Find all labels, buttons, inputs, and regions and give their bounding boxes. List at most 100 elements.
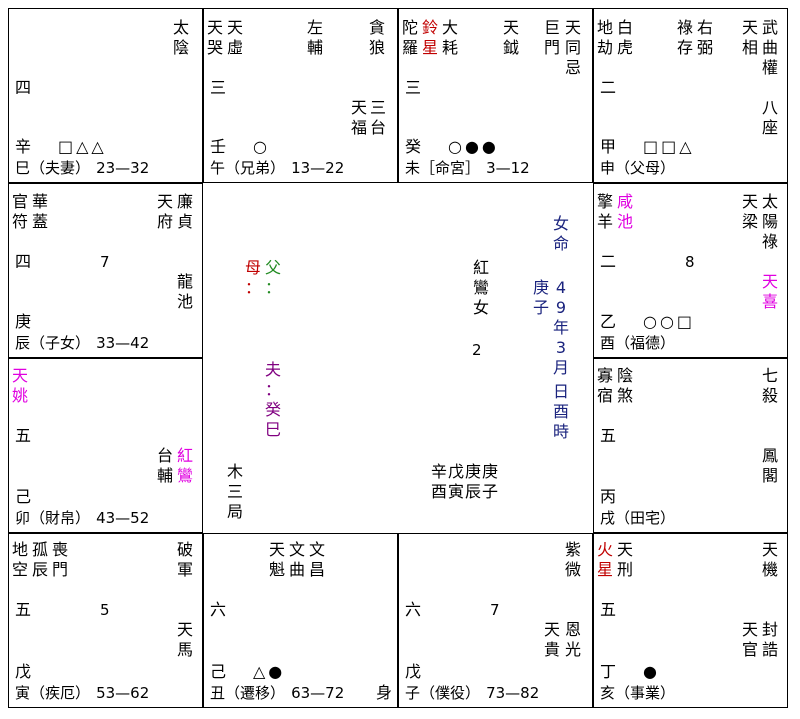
star-chou-0: 天魁 [268, 540, 285, 579]
bazi-stems: 辛戊庚庚 [431, 462, 500, 481]
palace-label-chou: 丑（遷移）63—72 [210, 684, 345, 702]
ring-number-zi: 六 [405, 600, 422, 619]
star-wu-0: 天哭 [206, 18, 223, 57]
stem-wu: 壬 [210, 137, 227, 156]
mother-label: 母： [244, 258, 261, 297]
star-wei-0: 陀羅 [401, 18, 418, 57]
lower-star-you-0: 天喜 [761, 272, 778, 311]
lower-star-zi-0: 天貴 [543, 620, 560, 659]
star-chen-2: 天府 [156, 192, 173, 231]
star-chou-1: 文曲 [288, 540, 305, 579]
bureau-label: 木三局 [226, 462, 243, 521]
marks-you: ○○□ [643, 312, 696, 331]
gender-life-label: 女命 [552, 214, 569, 253]
age-range-chou: 63—72 [291, 684, 345, 702]
star-shen-4: 天相 [741, 18, 758, 57]
palace-name-hai: 事業 [630, 684, 661, 702]
star-you-3: 太陽祿 [761, 192, 778, 251]
ring-number-wei: 三 [405, 78, 422, 97]
palace-yin[interactable] [8, 533, 203, 708]
star-chen-3: 廉貞 [176, 192, 193, 231]
palace-hai[interactable] [593, 533, 788, 708]
palace-name-you: 福德 [630, 334, 661, 352]
stem-you: 乙 [600, 312, 617, 331]
stem-shen: 甲 [600, 137, 617, 156]
star-wei-3: 天鉞 [502, 18, 519, 57]
palace-label-yin: 寅（疾厄）53—62 [15, 684, 150, 702]
star-mao-0: 天姚 [11, 366, 28, 405]
stem-wei: 癸 [405, 137, 422, 156]
year-pillar-label: 庚子 [532, 278, 549, 317]
lower-star-wu-1: 三台 [369, 98, 386, 137]
star-shen-0: 地劫 [596, 18, 613, 57]
stem-yin: 戊 [15, 662, 32, 681]
star-you-2: 天梁 [741, 192, 758, 231]
star-wu-2: 左輔 [306, 18, 323, 57]
star-wei-4: 巨門 [543, 18, 560, 57]
star-si-0: 太陰 [172, 18, 189, 57]
mid-number-chen: 7 [100, 253, 110, 271]
lower-star-xu-0: 鳳閣 [761, 446, 778, 485]
branch-si: 巳 [15, 159, 31, 177]
ring-number-you: 二 [600, 252, 617, 271]
bazi-branches: 酉寅辰子 [431, 482, 500, 501]
star-wei-1: 鈴星 [421, 18, 438, 57]
palace-zi[interactable] [398, 533, 593, 708]
marks-hai: ● [643, 662, 660, 681]
star-chen-0: 官符 [11, 192, 28, 231]
palace-wei[interactable] [398, 8, 593, 183]
palace-label-wei: 未［命宮］3—12 [405, 159, 530, 177]
palace-label-you: 酉（福德） [600, 334, 676, 352]
palace-si[interactable] [8, 8, 203, 183]
father-label: 父： [264, 258, 281, 297]
star-yin-0: 地空 [11, 540, 28, 579]
stem-zi: 戊 [405, 662, 422, 681]
branch-hai: 亥 [600, 684, 616, 702]
palace-name-si: 夫妻 [45, 159, 76, 177]
star-xu-1: 陰煞 [616, 366, 633, 405]
husband-label: 夫：癸巳 [264, 360, 281, 439]
palace-name-mao: 財帛 [45, 509, 76, 527]
marks-si: □△△ [58, 137, 107, 156]
palace-label-chen: 辰（子女）33—42 [15, 334, 150, 352]
age-range-mao: 43—52 [96, 509, 150, 527]
lower-star-shen-0: 八座 [761, 98, 778, 137]
lower-star-hai-1: 封誥 [761, 620, 778, 659]
age-range-si: 23—32 [96, 159, 150, 177]
star-wu-3: 貪狼 [368, 18, 385, 57]
center-star-note: 紅鸞女 [472, 258, 489, 317]
palace-xu[interactable] [593, 358, 788, 533]
star-chou-2: 文昌 [308, 540, 325, 579]
age-range-wei: 3—12 [486, 159, 530, 177]
age-range-wu: 13—22 [291, 159, 345, 177]
ring-number-chou: 六 [210, 600, 227, 619]
age-range-yin: 53—62 [96, 684, 150, 702]
palace-chen[interactable] [8, 183, 203, 358]
palace-label-wu: 午（兄弟）13—22 [210, 159, 345, 177]
star-shen-5: 武曲權 [761, 18, 778, 77]
palace-label-hai: 亥（事業） [600, 684, 676, 702]
marks-shen: □□△ [643, 137, 695, 156]
palace-name-yin: 疾厄 [45, 684, 76, 702]
lower-star-mao-0: 台輔 [156, 446, 173, 485]
palace-name-xu: 田宅 [630, 509, 661, 527]
lower-star-chen-0: 龍池 [176, 272, 193, 311]
branch-you: 酉 [600, 334, 616, 352]
star-chen-1: 華蓋 [31, 192, 48, 231]
birth-hour-label: 日酉時 [552, 382, 569, 441]
palace-label-xu: 戌（田宅） [600, 509, 676, 527]
palace-chou[interactable] [203, 533, 398, 708]
palace-you[interactable] [593, 183, 788, 358]
lower-star-zi-1: 恩光 [564, 620, 581, 659]
star-hai-1: 天刑 [616, 540, 633, 579]
ring-number-mao: 五 [15, 426, 32, 445]
star-zi-0: 紫微 [564, 540, 581, 579]
star-yin-2: 喪門 [51, 540, 68, 579]
body-palace-marker: 身 [376, 683, 393, 702]
palace-shen[interactable] [593, 8, 788, 183]
palace-wu[interactable] [203, 8, 398, 183]
branch-xu: 戌 [600, 509, 616, 527]
ring-number-xu: 五 [600, 426, 617, 445]
star-shen-3: 右弼 [696, 18, 713, 57]
palace-mao[interactable] [8, 358, 203, 533]
